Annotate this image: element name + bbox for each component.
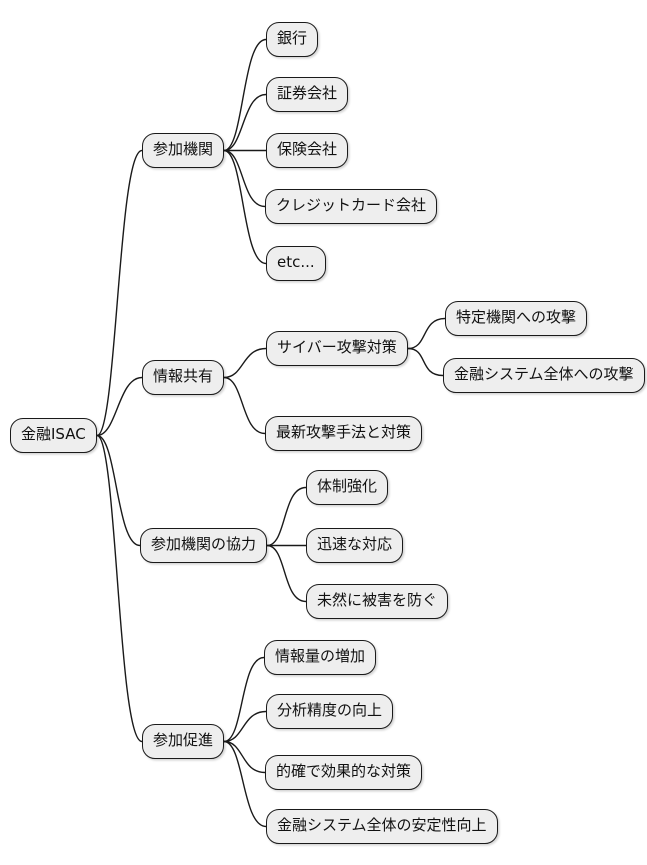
node-structure-strengthening: 体制強化	[306, 470, 389, 505]
node-securities-companies: 証券会社	[266, 77, 349, 112]
mindmap-edge	[266, 486, 307, 547]
mindmap-edge	[223, 376, 266, 435]
mindmap-edge	[266, 544, 307, 603]
mindmap-edge	[407, 317, 446, 350]
mindmap-edge	[96, 434, 141, 547]
node-financial-isac: 金融ISAC	[10, 418, 97, 453]
node-prevent-damage-in-advance: 未然に被害を防ぐ	[306, 584, 449, 619]
mindmap-edge	[96, 376, 143, 437]
node-participation-promotion: 参加促進	[142, 724, 225, 759]
node-financial-system-stability-improvement: 金融システム全体の安定性向上	[266, 809, 498, 844]
node-cyber-attack-countermeasures: サイバー攻撃対策	[266, 331, 408, 366]
mindmap-edge	[223, 740, 266, 774]
mindmap-edge	[407, 347, 444, 377]
mindmap-edge	[223, 149, 267, 265]
node-attacks-on-specific-institutions: 特定機関への攻撃	[445, 301, 588, 336]
mindmap-edge	[96, 149, 143, 437]
node-cooperation-of-participants: 参加機関の協力	[140, 528, 268, 563]
node-insurance-companies: 保険会社	[266, 133, 349, 168]
mindmap-edge	[223, 38, 267, 152]
node-accurate-effective-countermeasures: 的確で効果的な対策	[265, 755, 423, 790]
node-etc: etc...	[266, 246, 326, 281]
node-banks: 銀行	[266, 22, 319, 57]
node-participating-institutions: 参加機関	[142, 133, 225, 168]
mindmap-edge	[223, 656, 265, 743]
mindmap-edge	[223, 93, 267, 152]
node-information-volume-increase: 情報量の増加	[264, 640, 377, 675]
mindmap-edge	[223, 347, 267, 379]
mindmap-edge	[223, 710, 267, 743]
node-credit-card-companies: クレジットカード会社	[265, 189, 438, 224]
mindmap-edge	[223, 740, 267, 828]
node-analysis-accuracy-improvement: 分析精度の向上	[266, 694, 394, 729]
node-rapid-response: 迅速な対応	[306, 528, 404, 563]
mindmap-edge	[223, 149, 266, 208]
mindmap-edge	[96, 434, 143, 743]
node-attacks-on-entire-financial-system: 金融システム全体への攻撃	[443, 358, 645, 393]
node-information-sharing: 情報共有	[142, 360, 225, 395]
node-latest-attack-methods-and-countermeasures: 最新攻撃手法と対策	[265, 416, 423, 451]
